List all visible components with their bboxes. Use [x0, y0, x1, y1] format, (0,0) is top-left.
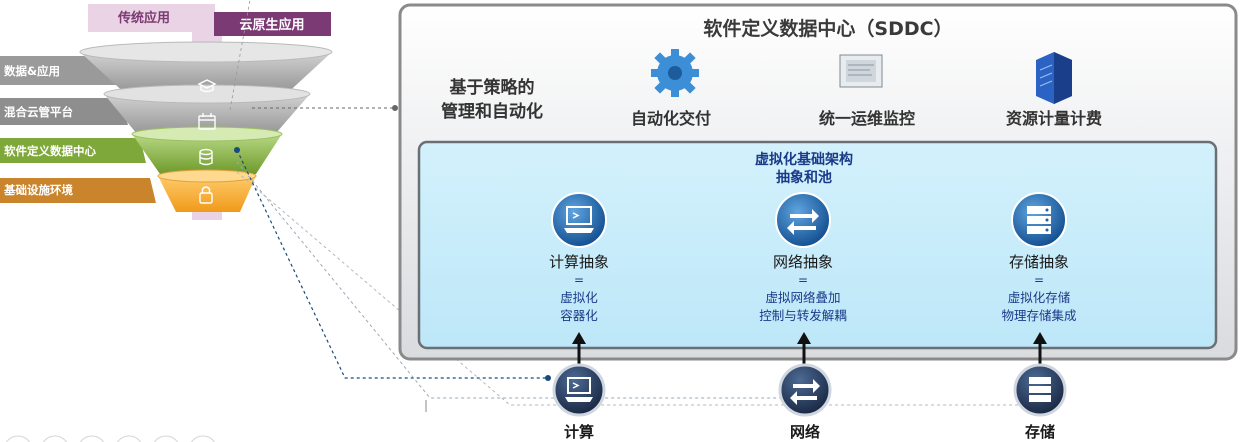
policy-label-line2: 管理和自动化 — [441, 101, 543, 122]
database-icon — [199, 148, 213, 166]
layer-label-infrastructure: 基础设施环境 — [3, 183, 73, 197]
policy-label-line1: 基于策略的 — [449, 77, 535, 98]
layer-bar-infrastructure — [0, 178, 156, 203]
virtual-infra-box — [417, 140, 1218, 350]
network-label: 网络 — [790, 423, 820, 441]
storage-desc-2: 物理存储集成 — [1001, 308, 1076, 323]
service-label-automation: 自动化交付 — [631, 109, 711, 128]
server-building-icon — [1036, 52, 1072, 104]
compute-desc-2: 容器化 — [560, 308, 598, 323]
funnel-cone-4 — [158, 176, 256, 212]
network-physical-icon — [778, 363, 832, 417]
cloud-native-tag-bg — [214, 12, 331, 36]
infra-title-line1: 虚拟化基础架构 — [755, 151, 853, 168]
layer-label-sddc: 软件定义数据中心 — [4, 144, 96, 158]
compute-equals: = — [574, 273, 584, 287]
connector-lines — [229, 0, 1030, 406]
physical-resources: 计算 网络 存储 — [552, 363, 1067, 441]
monitor-panel-icon — [839, 54, 883, 88]
network-equals: = — [798, 273, 808, 287]
network-desc-1: 虚拟网络叠加 — [765, 290, 840, 305]
graduation-cap-icon — [197, 79, 217, 93]
network-abstraction-label: 网络抽象 — [773, 253, 833, 271]
compute-abstraction-label: 计算抽象 — [549, 253, 609, 271]
lock-icon — [199, 186, 213, 204]
layer-bar-hybrid-cloud — [0, 98, 128, 125]
decorative-circles — [5, 435, 216, 442]
exchange-arrows-icon — [775, 192, 831, 248]
calendar-icon — [198, 113, 216, 130]
compute-desc-1: 虚拟化 — [560, 290, 598, 305]
storage-desc-1: 虚拟化存储 — [1008, 290, 1071, 305]
gear-icon — [651, 49, 699, 97]
service-label-billing: 资源计量计费 — [1006, 109, 1102, 128]
storage-label: 存储 — [1025, 423, 1055, 441]
traditional-app-label: 传统应用 — [117, 10, 170, 26]
laptop-icon — [551, 192, 607, 248]
storage-physical-icon — [1013, 363, 1067, 417]
layer-label-hybrid-cloud: 混合云管平台 — [4, 105, 73, 119]
compute-physical-icon — [552, 363, 606, 417]
storage-equals: = — [1034, 273, 1044, 287]
layer-bar-data-app — [0, 56, 120, 85]
service-label-monitoring: 统一运维监控 — [819, 109, 915, 128]
layer-bar-sddc — [0, 138, 146, 163]
connector-to-compute — [236, 149, 548, 379]
sddc-panel: 软件定义数据中心（SDDC） 基于策略的 管理和自动化 — [398, 3, 1238, 361]
compute-label: 计算 — [564, 423, 594, 441]
network-desc-2: 控制与转发解耦 — [759, 308, 847, 323]
up-arrows — [572, 332, 1047, 366]
layer-label-data-app: 数据&应用 — [4, 64, 60, 78]
sddc-title: 软件定义数据中心（SDDC） — [703, 17, 952, 40]
cloud-native-app-label: 云原生应用 — [239, 17, 304, 33]
storage-abstraction-label: 存储抽象 — [1009, 253, 1069, 271]
funnel: 传统应用 云原生应用 数据&应用 混合云管平台 软件定义数据中心 基础设施环境 — [0, 4, 333, 220]
storage-stack-icon — [1011, 192, 1067, 248]
infra-title-line2: 抽象和池 — [776, 169, 832, 186]
